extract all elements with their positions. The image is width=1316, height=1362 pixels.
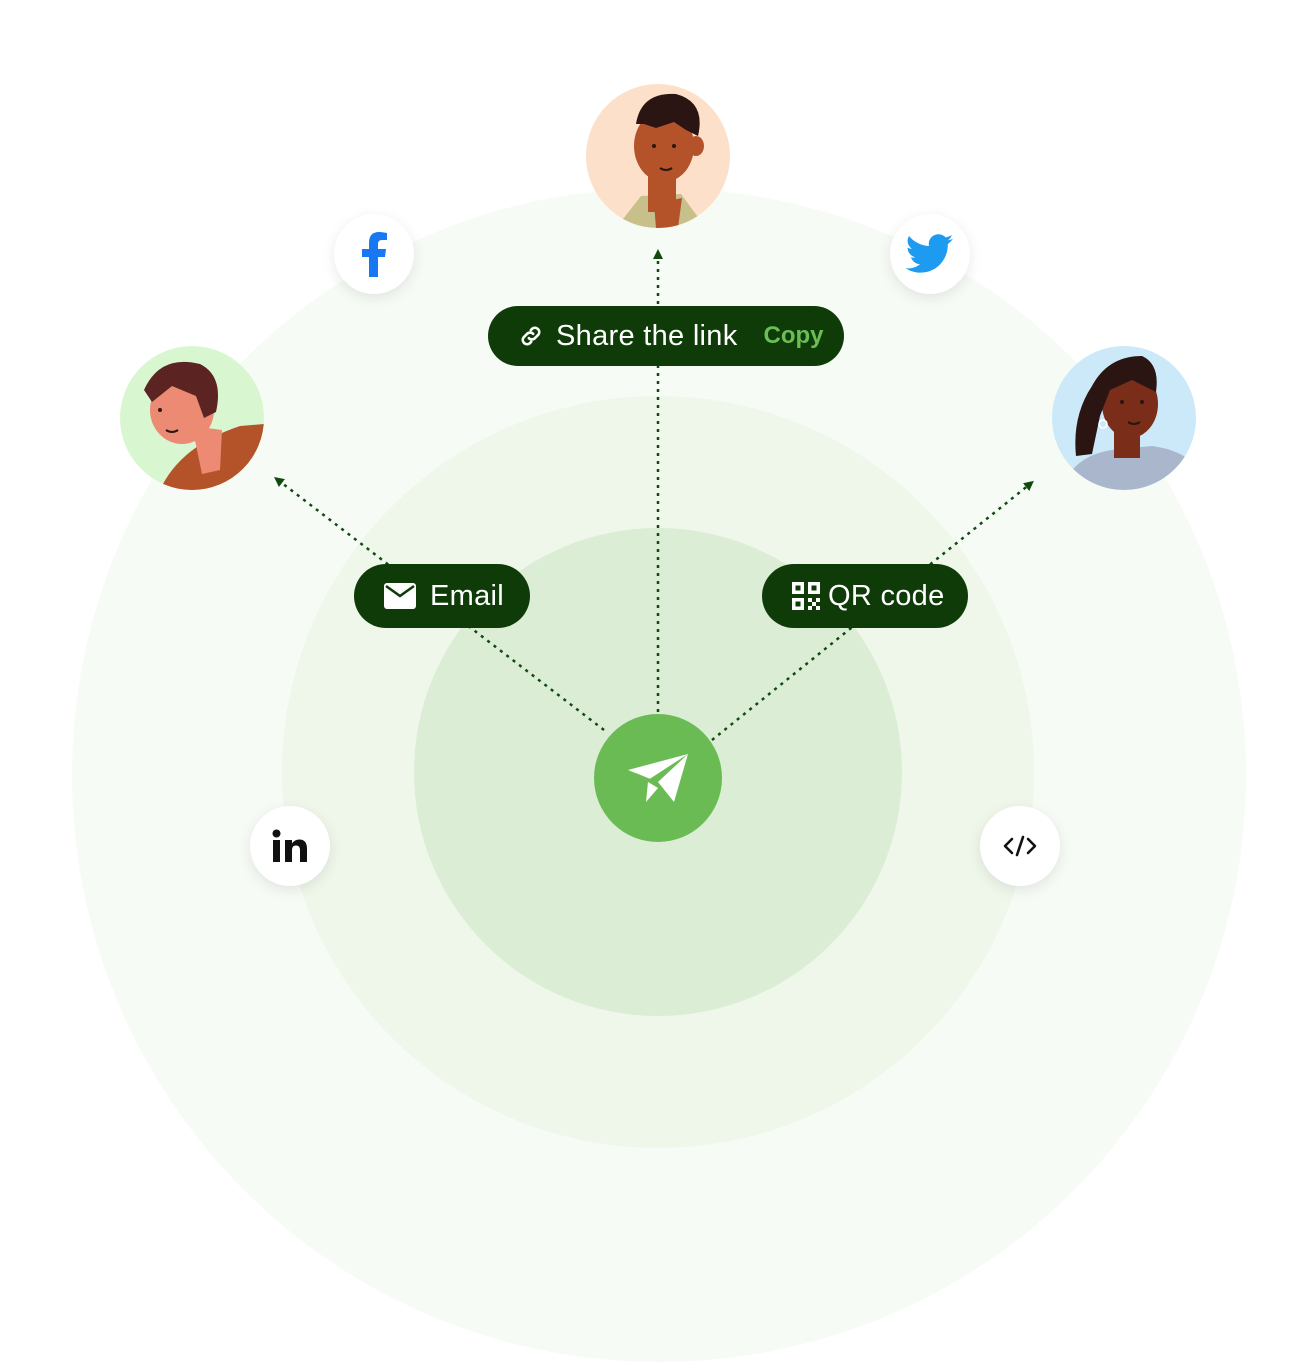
embed-code-button[interactable]	[980, 806, 1060, 886]
paper-plane-icon	[628, 754, 688, 802]
envelope-icon	[384, 583, 416, 609]
qr-code-icon	[792, 582, 820, 610]
avatar-top	[586, 84, 730, 228]
share-link-pill[interactable]: Share the link Copy	[488, 306, 844, 366]
qr-code-label: QR code	[828, 579, 945, 612]
embed-code-icon	[1003, 835, 1037, 857]
share-link-label: Share the link	[556, 319, 738, 352]
email-label: Email	[430, 579, 505, 612]
linkedin-share-button[interactable]	[250, 806, 330, 886]
email-share-button[interactable]: Email	[354, 564, 530, 628]
linkedin-icon	[272, 829, 307, 862]
twitter-icon	[906, 234, 954, 273]
facebook-icon	[362, 232, 387, 277]
facebook-share-button[interactable]	[334, 214, 414, 294]
link-icon	[521, 326, 541, 346]
qr-code-button[interactable]: QR code	[762, 564, 968, 628]
send-button[interactable]	[594, 714, 722, 842]
copy-button[interactable]: Copy	[763, 322, 824, 349]
avatar-left	[120, 346, 264, 490]
twitter-share-button[interactable]	[890, 214, 970, 294]
avatar-right	[1052, 346, 1196, 490]
